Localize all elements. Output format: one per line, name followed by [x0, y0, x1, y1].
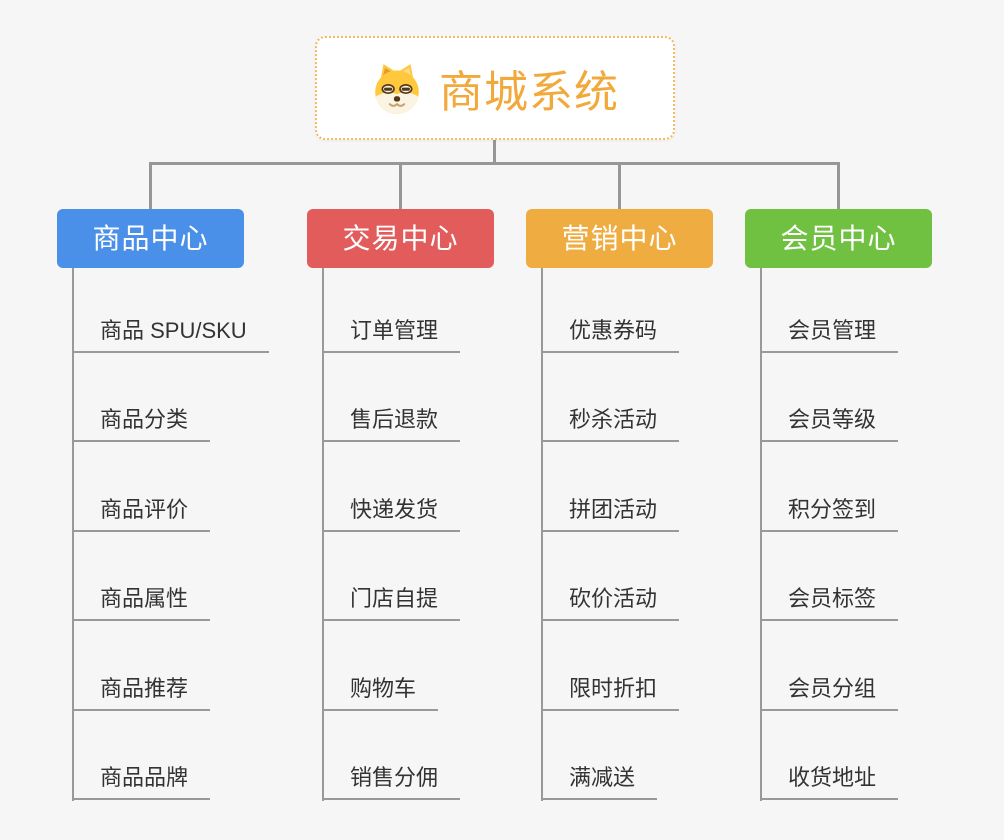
- child-node[interactable]: 商品评价: [72, 496, 211, 532]
- child-node[interactable]: 秒杀活动: [541, 406, 680, 442]
- child-node[interactable]: 订单管理: [322, 317, 461, 353]
- child-node[interactable]: 砍价活动: [541, 585, 680, 621]
- root-title: 商城系统: [439, 68, 619, 117]
- child-node[interactable]: 商品属性: [72, 585, 211, 621]
- branch-trade-center: 交易中心 订单管理 售后退款 快递发货 门店自提 购物车 销售分佣: [307, 209, 557, 809]
- child-node[interactable]: 会员等级: [760, 406, 899, 442]
- branch-child-connector: [72, 268, 74, 801]
- connector-horizontal-bar: [149, 162, 840, 165]
- child-node[interactable]: 积分签到: [760, 496, 899, 532]
- child-node[interactable]: 销售分佣: [322, 764, 461, 800]
- branch-node-label[interactable]: 营销中心: [526, 209, 713, 268]
- branch-node-label[interactable]: 交易中心: [307, 209, 494, 268]
- child-node[interactable]: 商品推荐: [72, 675, 211, 711]
- root-node[interactable]: 商城系统: [315, 36, 675, 140]
- branch-child-connector: [541, 268, 543, 801]
- branch-product-center: 商品中心 商品 SPU/SKU 商品分类 商品评价 商品属性 商品推荐 商品品牌: [57, 209, 307, 809]
- branch-child-connector: [322, 268, 324, 801]
- connector-root-stem: [493, 140, 496, 165]
- child-node[interactable]: 商品分类: [72, 406, 211, 442]
- connector-drop: [149, 164, 152, 210]
- child-node[interactable]: 优惠券码: [541, 317, 680, 353]
- child-node[interactable]: 会员管理: [760, 317, 899, 353]
- branch-child-connector: [760, 268, 762, 801]
- child-node[interactable]: 满减送: [541, 764, 658, 800]
- connector-drop: [618, 164, 621, 210]
- child-node[interactable]: 会员标签: [760, 585, 899, 621]
- child-node[interactable]: 购物车: [322, 675, 439, 711]
- branch-marketing-center: 营销中心 优惠券码 秒杀活动 拼团活动 砍价活动 限时折扣 满减送: [526, 209, 776, 809]
- branch-member-center: 会员中心 会员管理 会员等级 积分签到 会员标签 会员分组 收货地址: [745, 209, 995, 809]
- child-node[interactable]: 商品 SPU/SKU: [72, 317, 269, 353]
- connector-drop: [837, 164, 840, 210]
- child-node[interactable]: 限时折扣: [541, 675, 680, 711]
- child-node[interactable]: 商品品牌: [72, 764, 211, 800]
- branch-node-label[interactable]: 商品中心: [57, 209, 244, 268]
- dog-face-icon: [371, 61, 423, 115]
- child-node[interactable]: 拼团活动: [541, 496, 680, 532]
- child-node[interactable]: 会员分组: [760, 675, 899, 711]
- child-node[interactable]: 收货地址: [760, 764, 899, 800]
- connector-drop: [399, 164, 402, 210]
- branch-node-label[interactable]: 会员中心: [745, 209, 932, 268]
- child-node[interactable]: 售后退款: [322, 406, 461, 442]
- child-node[interactable]: 门店自提: [322, 585, 461, 621]
- child-node[interactable]: 快递发货: [322, 496, 461, 532]
